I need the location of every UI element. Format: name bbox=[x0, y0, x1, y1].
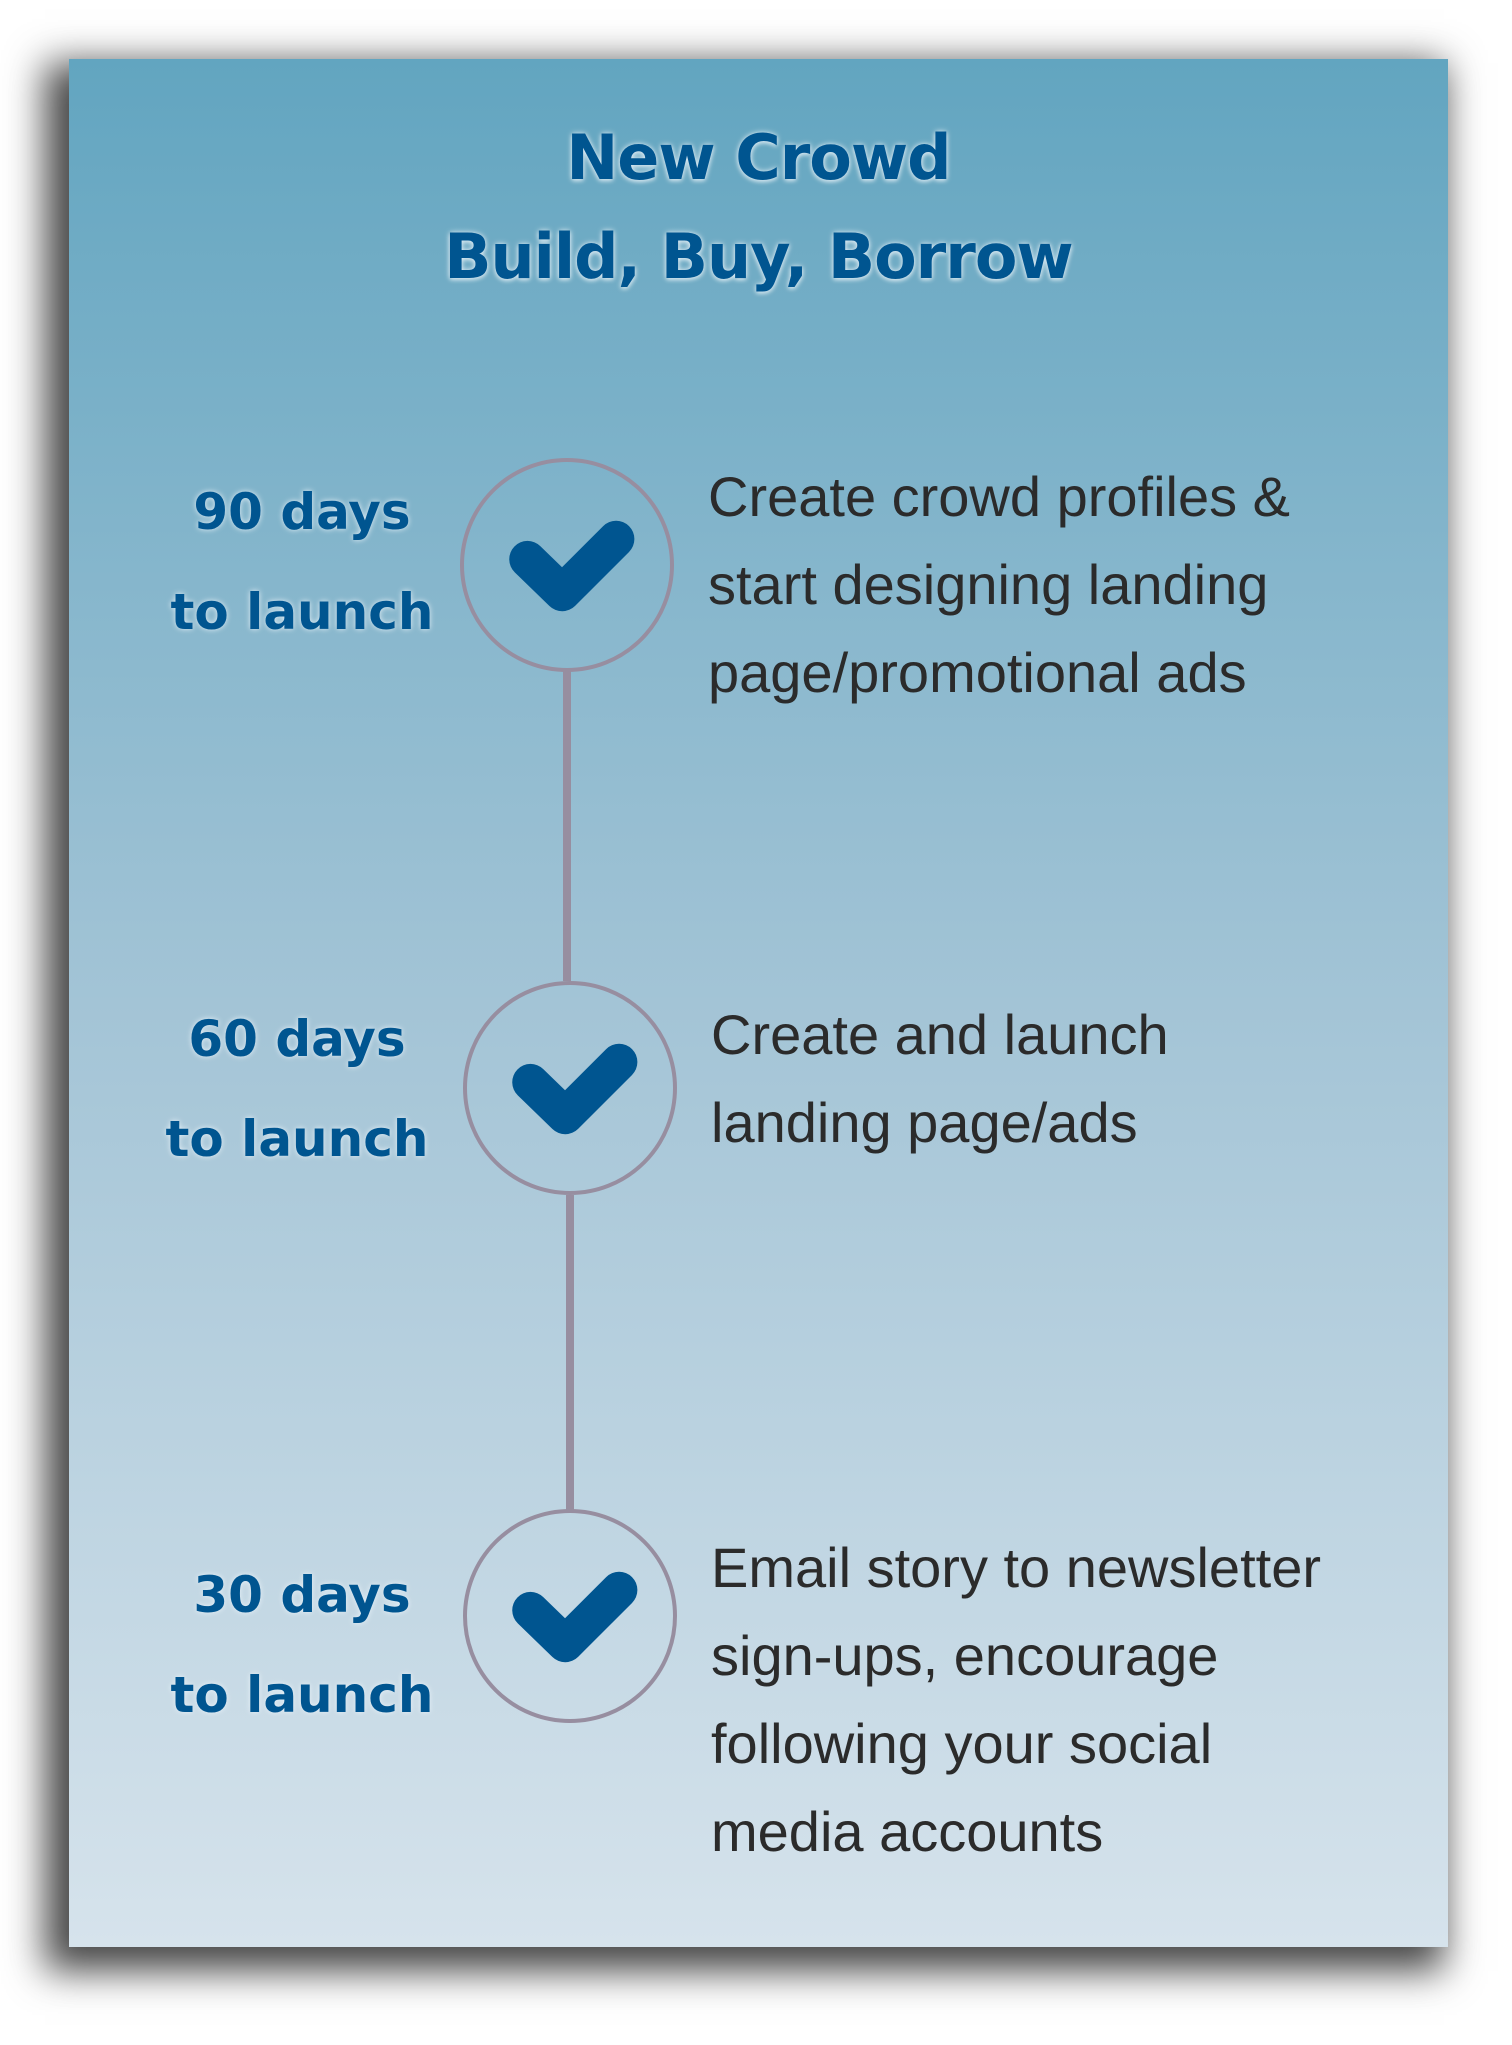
milestone-to-launch: to launch bbox=[165, 1110, 429, 1168]
description-line: Create and launch bbox=[711, 1003, 1169, 1066]
checkmark-icon bbox=[512, 1571, 638, 1663]
milestone-to-launch: to launch bbox=[170, 1666, 434, 1724]
description-line: page/promotional ads bbox=[708, 641, 1247, 704]
milestone-description-60: Create and launch landing page/ads bbox=[711, 991, 1169, 1167]
timeline-connector-1 bbox=[563, 671, 571, 981]
description-line: Create crowd profiles & bbox=[708, 465, 1291, 528]
description-line: sign-ups, encourage bbox=[711, 1624, 1219, 1687]
description-line: Email story to newsletter bbox=[711, 1536, 1321, 1599]
checkmark-icon bbox=[509, 520, 635, 612]
title-line-1: New Crowd bbox=[566, 121, 951, 194]
description-line: start designing landing bbox=[708, 553, 1269, 616]
milestone-days: 90 days bbox=[193, 483, 411, 541]
milestone-description-90: Create crowd profiles & start designing … bbox=[708, 453, 1290, 717]
milestone-label-60: 60 days to launch bbox=[147, 989, 447, 1189]
checkmark-icon bbox=[512, 1043, 638, 1135]
description-line: following your social bbox=[711, 1712, 1213, 1775]
timeline-connector-2 bbox=[566, 1195, 574, 1511]
milestone-circle-60 bbox=[463, 981, 677, 1195]
milestone-label-30: 30 days to launch bbox=[152, 1545, 452, 1745]
description-line: media accounts bbox=[711, 1800, 1104, 1863]
milestone-days: 30 days bbox=[193, 1566, 411, 1624]
timeline-card: New Crowd Build, Buy, Borrow 90 days to … bbox=[69, 59, 1448, 1947]
milestone-description-30: Email story to newsletter sign-ups, enco… bbox=[711, 1524, 1321, 1876]
milestone-days: 60 days bbox=[188, 1010, 406, 1068]
milestone-to-launch: to launch bbox=[170, 583, 434, 641]
milestone-circle-90 bbox=[460, 458, 674, 672]
title-line-2: Build, Buy, Borrow bbox=[444, 220, 1073, 293]
description-line: landing page/ads bbox=[711, 1091, 1138, 1154]
milestone-label-90: 90 days to launch bbox=[152, 462, 452, 662]
milestone-circle-30 bbox=[463, 1509, 677, 1723]
